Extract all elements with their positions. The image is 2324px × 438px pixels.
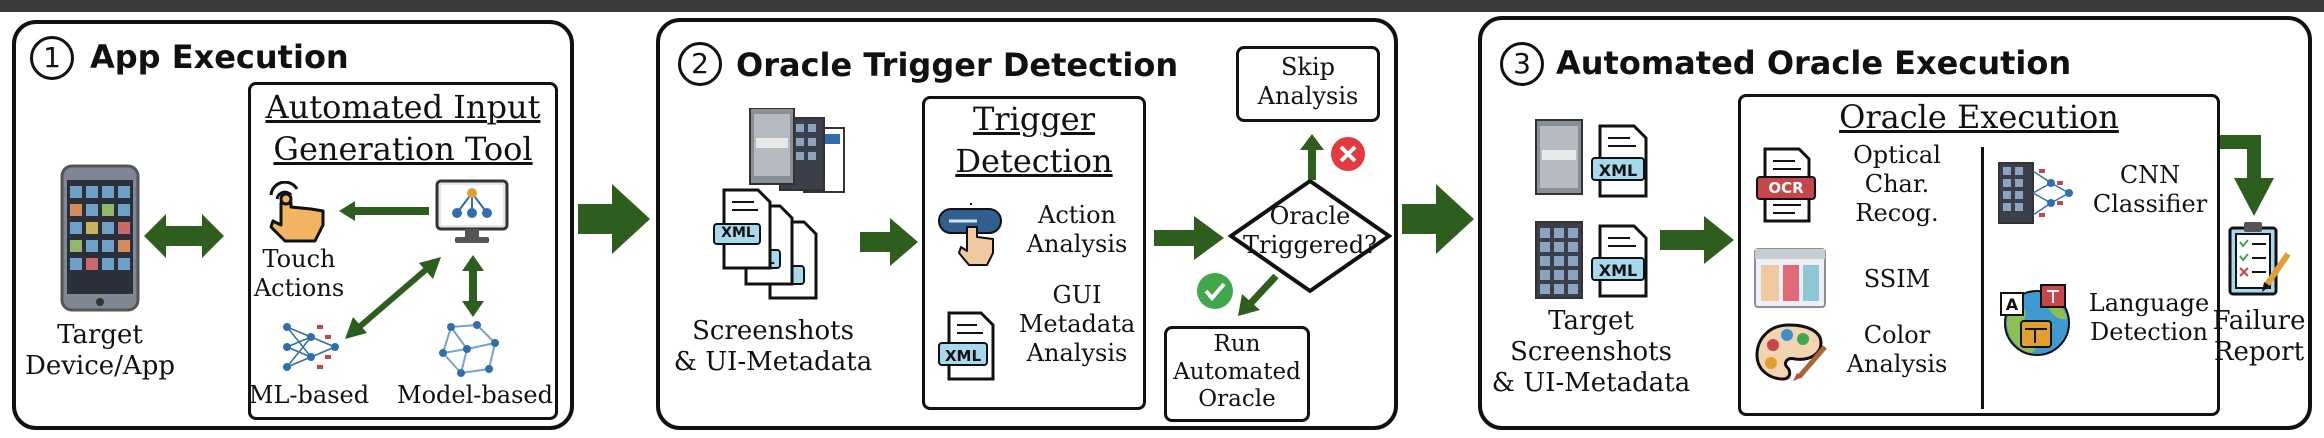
xml-tag: XML xyxy=(1598,261,1638,280)
column-divider xyxy=(1981,147,1984,409)
arrow-tool-model xyxy=(462,255,484,317)
arrow-target-to-oracle xyxy=(1660,216,1734,264)
arrow-panel2-to-panel3 xyxy=(1402,184,1474,254)
svg-text:A: A xyxy=(2006,295,2019,314)
screenshot-icon xyxy=(1534,220,1584,300)
language-globe-icon: A xyxy=(1999,283,2075,359)
panel-title: Automated Oracle Execution xyxy=(1556,44,2072,82)
arrow-tool-to-touch xyxy=(339,201,429,221)
screenshot-icon xyxy=(1534,118,1584,196)
touch-hand-icon xyxy=(263,181,329,243)
red-x-icon xyxy=(1330,136,1366,172)
step-number: 1 xyxy=(30,36,74,80)
panel-automated-oracle-execution: 3 Automated Oracle Execution XML X xyxy=(1478,16,2312,430)
xml-file-icon xyxy=(937,311,1001,381)
ocr-document-icon xyxy=(1755,147,1817,223)
step-number: 3 xyxy=(1500,42,1544,86)
ssim-layout-icon xyxy=(1753,247,1827,309)
node-graph-icon xyxy=(437,319,501,379)
arrow-oracle-to-report xyxy=(2216,130,2280,218)
color-palette-icon xyxy=(1755,321,1829,383)
neural-net-icon xyxy=(281,317,341,377)
xml-file-icon xyxy=(1588,224,1654,300)
arrow-tool-ml xyxy=(343,255,443,341)
panel-oracle-trigger-detection: 2 Oracle Trigger Detection XML xyxy=(656,18,1398,430)
arrow-to-skip xyxy=(1300,134,1324,180)
step-number: 2 xyxy=(678,42,722,86)
arrow-screens-to-trigger xyxy=(860,218,918,266)
xml-file-icon xyxy=(1588,124,1654,200)
oracle-triggered-decision xyxy=(1228,178,1392,294)
xml-tag: XML xyxy=(1598,161,1638,180)
screenshots-label: Screenshots& UI-Metadata xyxy=(673,316,873,378)
ml-based-label: ML-based xyxy=(248,381,370,409)
phone-icon xyxy=(60,164,140,312)
top-bar xyxy=(0,0,2324,12)
ocr-tag: OCR xyxy=(1768,179,1804,197)
xml-tag: XML xyxy=(944,347,982,365)
cnn-icon xyxy=(1997,157,2075,229)
monitor-network-icon xyxy=(435,179,509,247)
arrow-panel1-to-panel2 xyxy=(578,184,650,254)
panel-title: Oracle Trigger Detection xyxy=(736,46,1179,84)
arrow-trigger-to-decision xyxy=(1154,216,1224,260)
xml-tag: XML xyxy=(721,225,755,241)
green-check-icon xyxy=(1196,272,1234,310)
ssim-label: SSIM xyxy=(1863,265,1931,293)
model-based-label: Model-based xyxy=(397,381,553,409)
checklist-report-icon xyxy=(2226,220,2292,298)
click-button-icon xyxy=(937,203,1007,269)
arrow-to-run-oracle xyxy=(1236,272,1280,318)
xml-file-icon: XML xyxy=(712,188,842,308)
bidirectional-arrow xyxy=(144,212,224,260)
panel-title: App Execution xyxy=(90,38,349,76)
oracle-execution-title: Oracle Execution xyxy=(1839,98,2119,136)
screenshot-icon xyxy=(744,108,854,208)
